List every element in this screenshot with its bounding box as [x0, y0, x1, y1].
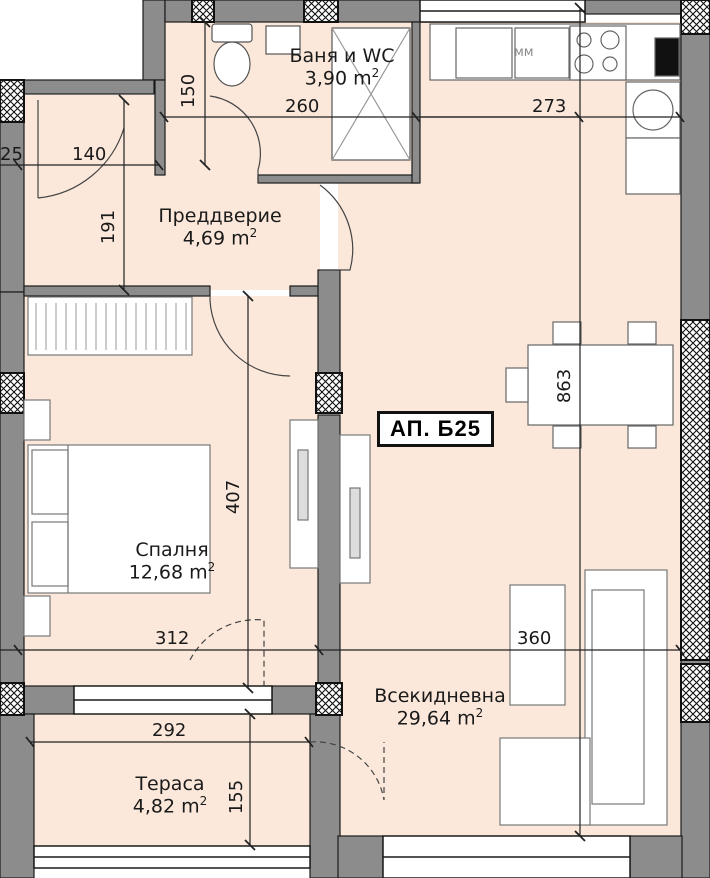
dimension-lines [0, 8, 680, 845]
column [0, 79, 25, 123]
living-label: Всекидневна 29,64 m2 [340, 686, 540, 729]
pillow [31, 449, 69, 515]
sink [265, 25, 301, 55]
bedroom-label: Спалня 12,68 m2 [92, 540, 252, 583]
room-area: 29,64 m2 [396, 705, 484, 730]
sofa-chaise [499, 737, 591, 826]
door-bedroom [209, 296, 291, 377]
room-name: Баня и WC [289, 45, 395, 67]
terrace-label: Тераса 4,82 m2 [90, 774, 250, 817]
wall-bath-left-lower [154, 79, 166, 176]
kitchen-sink [455, 27, 513, 79]
column [191, 0, 215, 23]
chair [552, 425, 582, 449]
dimension-191: 191 [98, 209, 120, 245]
wall-top-right [584, 0, 684, 15]
room-area: 4,69 m2 [182, 225, 258, 250]
cooktop-label: мм [514, 45, 534, 60]
hood-icon [654, 37, 680, 77]
dimension-863: 863 [554, 368, 576, 404]
wall-terrace-top-left [23, 685, 75, 715]
room-area: 4,82 m2 [132, 793, 208, 818]
bathroom-fixtures [211, 23, 411, 161]
chair [627, 321, 657, 345]
door-living [319, 184, 354, 271]
tv-unit-bedroom [289, 419, 319, 569]
pillow [31, 521, 69, 587]
dimension-260: 260 [285, 96, 320, 117]
fridge [625, 137, 681, 195]
wall-center-lower [317, 414, 341, 686]
door-bathroom [209, 95, 261, 183]
column [0, 682, 25, 716]
column [0, 372, 25, 414]
wall-hall-bottom [23, 285, 211, 297]
column [315, 372, 343, 414]
windows [33, 0, 631, 878]
wall-terrace-right [309, 713, 341, 878]
door-entrance [37, 100, 125, 199]
dimension-292: 292 [152, 720, 187, 741]
wall-living-bottom [337, 835, 384, 878]
chair [627, 425, 657, 449]
wall-bath-bottom [257, 174, 419, 184]
column [303, 0, 339, 23]
tv-screen [297, 449, 309, 521]
dimension-150: 150 [178, 73, 200, 109]
bathroom-label: Баня и WC 3,90 m2 [262, 46, 422, 89]
kitchen [429, 23, 681, 195]
column [680, 663, 710, 723]
room-area: 12,68 m2 [128, 559, 216, 584]
chair [505, 367, 529, 403]
dishwasher [514, 27, 570, 79]
room-area: 3,90 m2 [304, 65, 380, 90]
living-furniture [289, 419, 668, 826]
dimension-155: 155 [226, 779, 248, 815]
coffee-table [509, 584, 566, 706]
cooktop [569, 25, 627, 81]
toilet-bowl [213, 41, 251, 87]
dimension-ticks [13, 2, 685, 851]
dimension-360: 360 [517, 628, 552, 649]
chair [552, 321, 582, 345]
room-name: Тераса [135, 773, 205, 795]
nightstand [23, 595, 51, 637]
column [315, 682, 343, 716]
wall-living-bottom-right [629, 835, 683, 878]
dimension-407: 407 [223, 479, 245, 515]
sofa-seat [591, 589, 645, 805]
room-name: Спалня [135, 539, 209, 561]
bedroom-furniture [23, 296, 211, 637]
dining-table [527, 344, 674, 426]
room-name: Всекидневна [374, 685, 506, 707]
wall-hall-bottom-2 [289, 285, 321, 297]
room-name: Преддверие [158, 205, 282, 227]
columns [0, 0, 710, 723]
wall-bath-right [411, 21, 421, 184]
column [680, 319, 710, 661]
nightstand [23, 399, 51, 441]
wardrobe [27, 296, 193, 356]
toilet-tank [211, 23, 253, 43]
hallway-label: Преддверие 4,69 m2 [140, 206, 300, 249]
wall-top-bath-left [142, 0, 166, 81]
wall-center-upper [317, 269, 341, 376]
dimension-273: 273 [532, 96, 567, 117]
dimension-25: 25 [0, 144, 23, 165]
column [680, 0, 710, 35]
wall-hall-top [23, 79, 155, 95]
wall-terrace-left [0, 713, 35, 878]
door-living-terrace [309, 741, 385, 801]
dimension-312: 312 [155, 628, 190, 649]
terrace-floor [34, 714, 310, 864]
apartment-label: АП. Б25 [377, 411, 494, 447]
dimension-140: 140 [72, 144, 107, 165]
tv-screen [349, 487, 361, 559]
wall-left-lower [0, 291, 25, 693]
dining-set [505, 321, 674, 449]
